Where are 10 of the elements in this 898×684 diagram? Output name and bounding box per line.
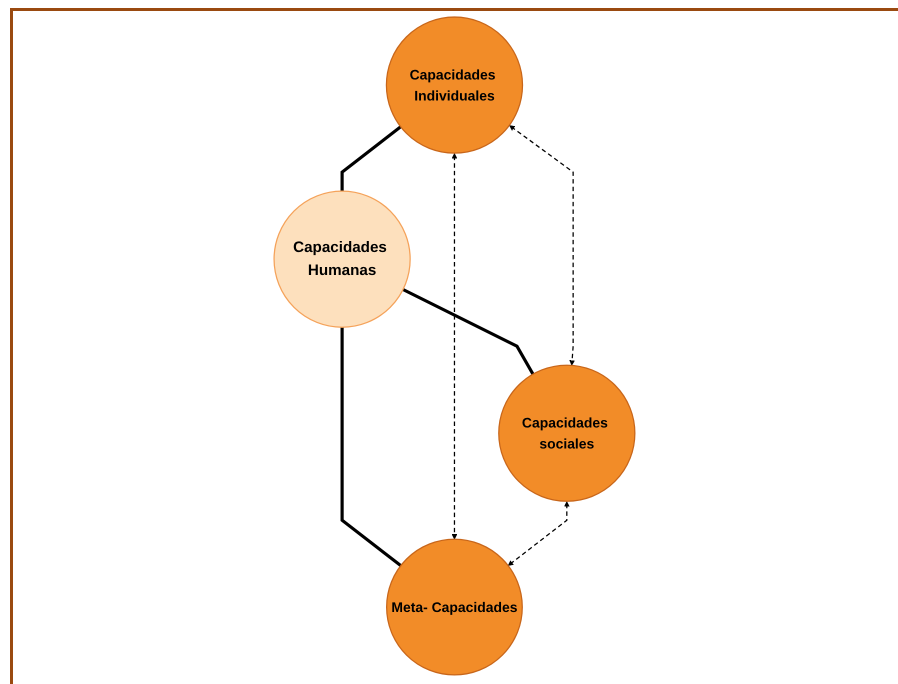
arrow (508, 125, 574, 366)
node-circle: Capacidades Individuales (385, 16, 523, 154)
connector (340, 327, 402, 567)
connector (402, 288, 534, 375)
node-circle: Capacidades sociales (498, 364, 636, 502)
connector (340, 126, 402, 192)
arrow (507, 501, 570, 566)
node-circle: Meta- Capacidades (386, 538, 522, 676)
node-circle: Capacidades Humanas (272, 190, 410, 328)
arrow (451, 153, 457, 540)
